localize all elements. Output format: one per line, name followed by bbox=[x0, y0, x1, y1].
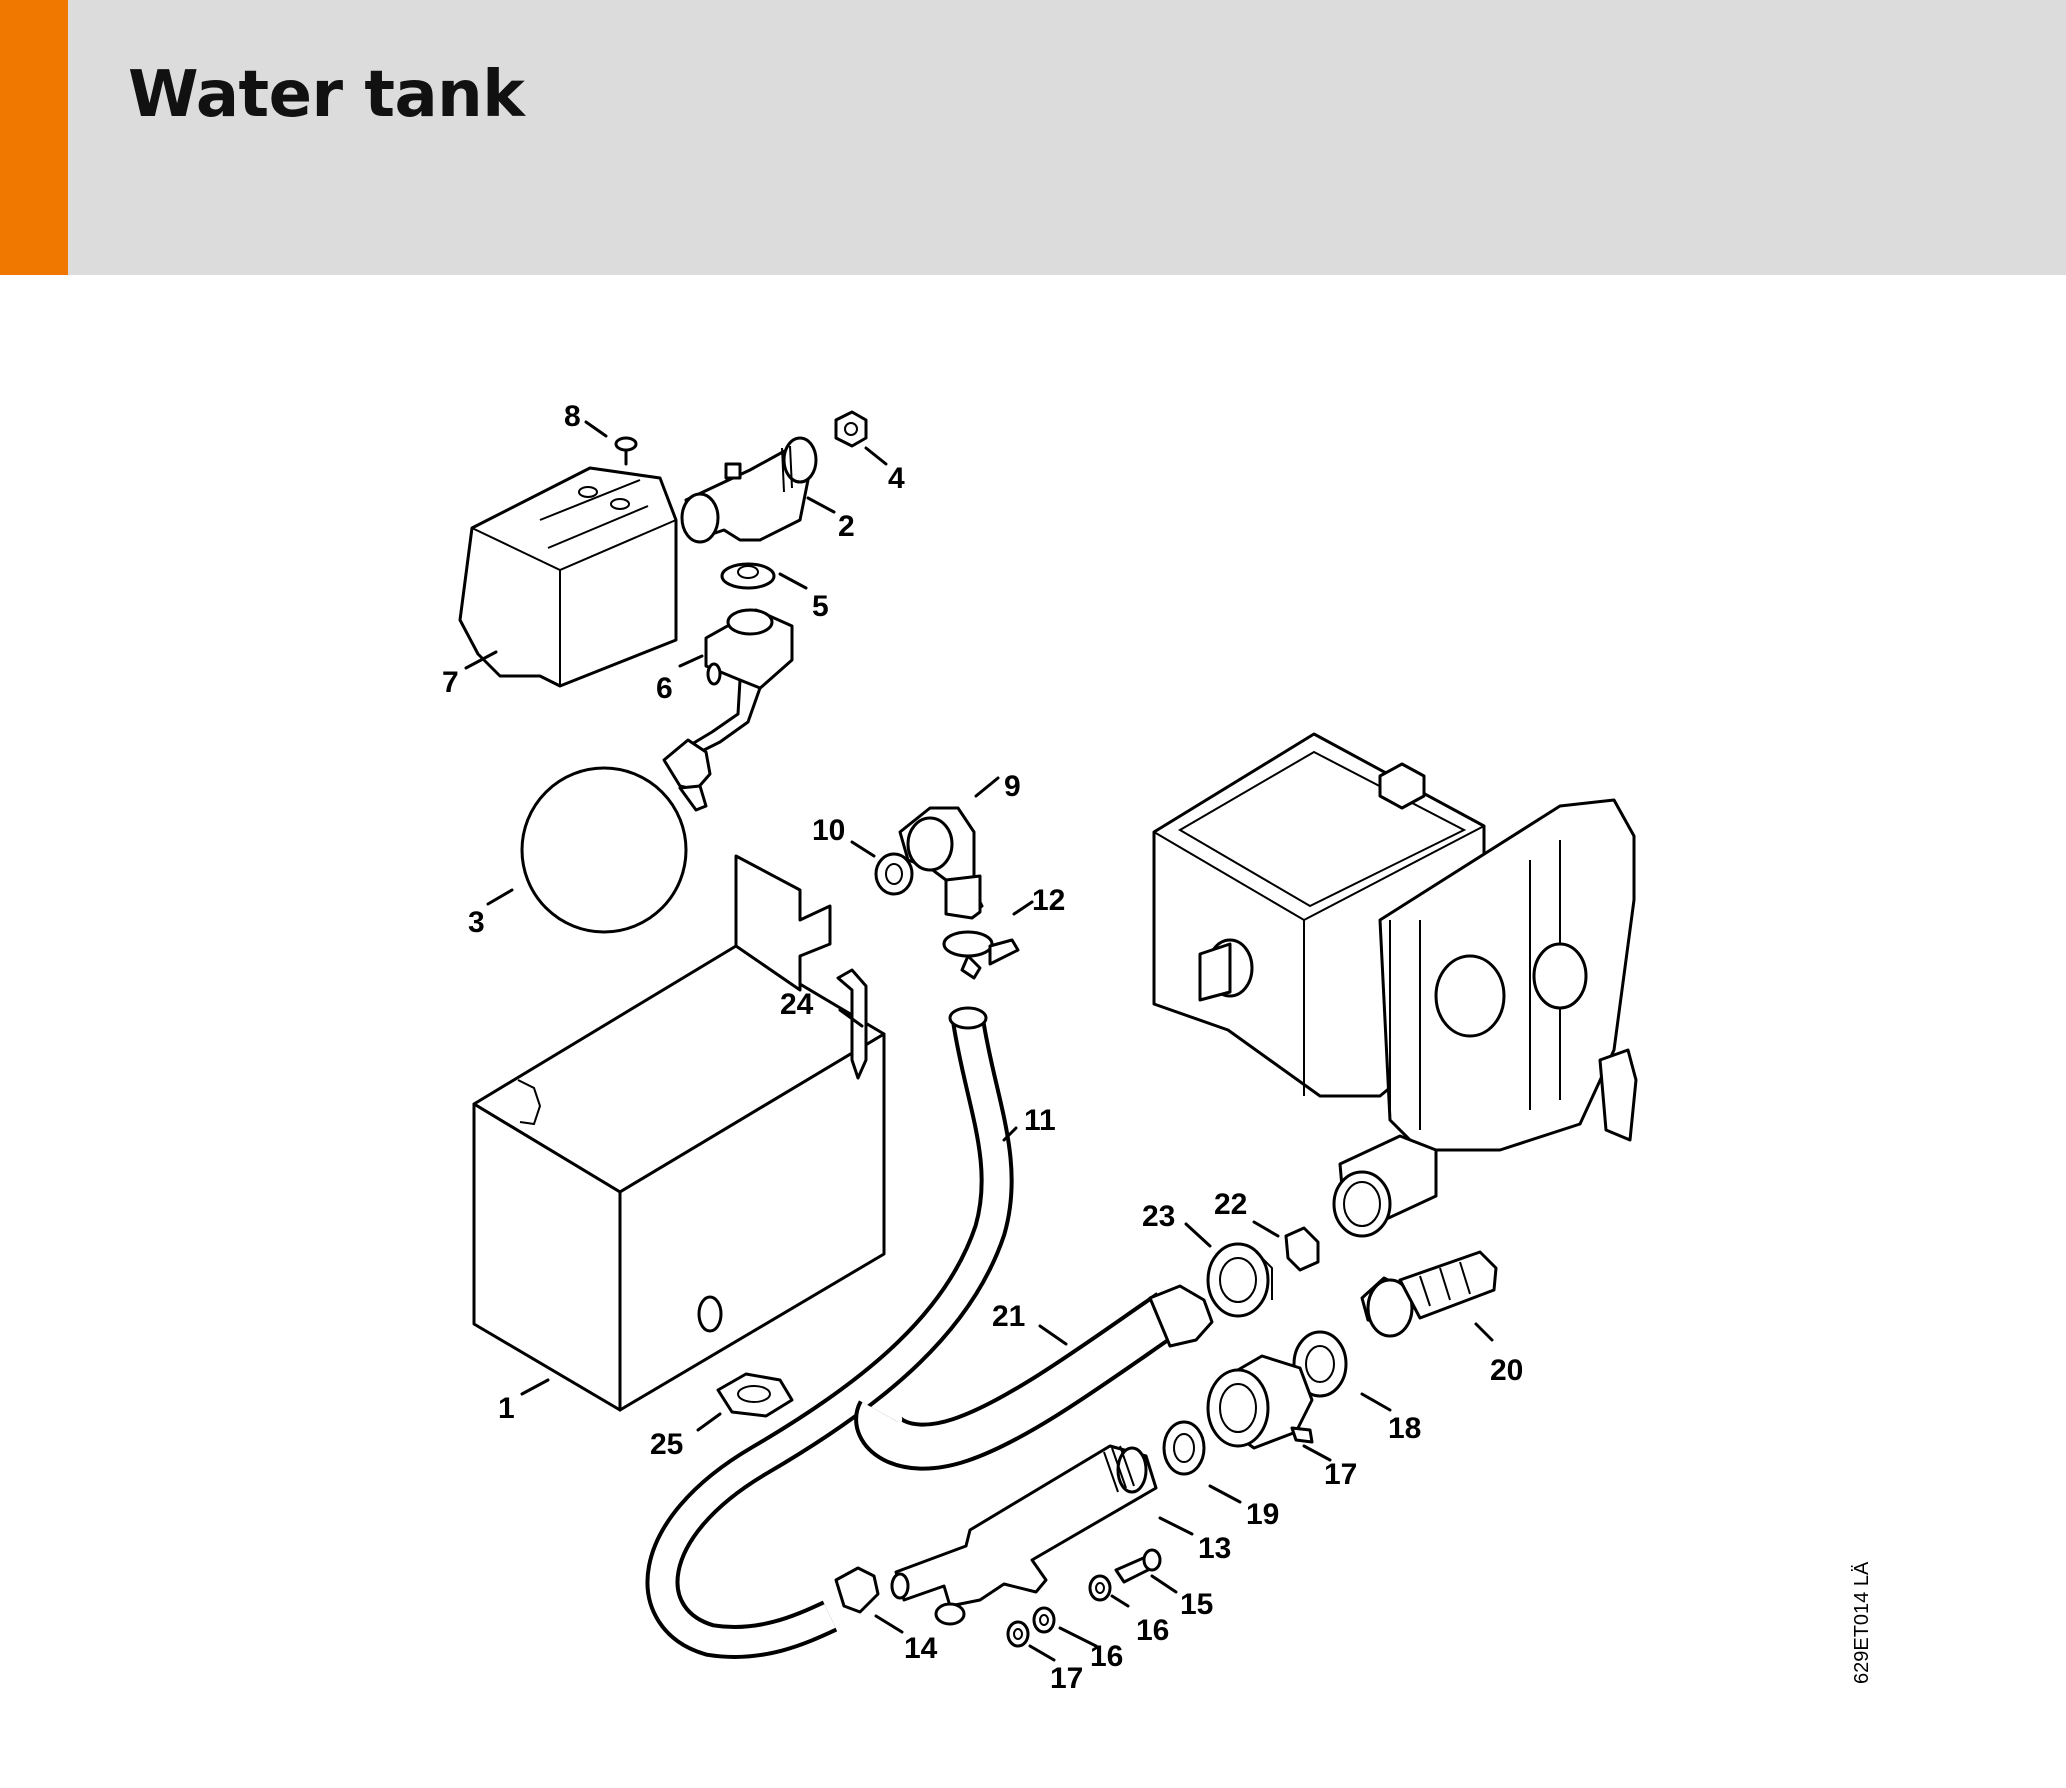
part-22-short-hose bbox=[854, 1284, 1214, 1471]
label-part-9: 9 bbox=[1004, 770, 1021, 803]
part-11-hose bbox=[645, 1006, 1014, 1659]
part-5-washer bbox=[720, 562, 776, 590]
part-23-sleeve bbox=[1284, 1226, 1320, 1272]
label-part-3: 3 bbox=[468, 906, 485, 939]
part-3-float-ball bbox=[520, 738, 712, 934]
pump-assembly bbox=[1152, 732, 1638, 1238]
label-part-24: 23 bbox=[1142, 1200, 1175, 1233]
part-13-connector-pipe bbox=[890, 1444, 1158, 1626]
part-14-hose-clamp bbox=[834, 1566, 880, 1614]
part-6-valve-holder bbox=[670, 608, 794, 764]
part-4-nut bbox=[834, 410, 868, 448]
label-part-10: 10 bbox=[812, 814, 845, 847]
label-part-11: 11 bbox=[1024, 1104, 1056, 1137]
part-10-seal-ring bbox=[874, 852, 914, 896]
label-part-19: 18 bbox=[1388, 1412, 1421, 1445]
label-part-16a: 16 bbox=[1136, 1614, 1169, 1647]
part-15-screw bbox=[1114, 1548, 1162, 1584]
label-part-23: 22 bbox=[1214, 1188, 1247, 1221]
part-16-washer-a bbox=[1088, 1574, 1112, 1602]
label-part-4: 4 bbox=[888, 462, 905, 495]
part-19-seal bbox=[1292, 1330, 1348, 1398]
part-24-union-nut bbox=[1206, 1242, 1273, 1318]
part-26-hex-nut bbox=[716, 1372, 794, 1418]
label-part-12: 12 bbox=[1032, 884, 1065, 917]
part-7-tank-lid bbox=[458, 466, 678, 688]
label-part-21: 20 bbox=[1490, 1354, 1523, 1387]
label-part-25: 24 bbox=[780, 988, 814, 1021]
part-8-screw bbox=[614, 436, 638, 466]
part-25-clip bbox=[836, 968, 868, 1080]
part-12-hose-clamp bbox=[942, 930, 1020, 980]
part-16-washer-b bbox=[1032, 1606, 1056, 1634]
label-part-7: 7 bbox=[442, 666, 459, 699]
part-20-washer bbox=[1162, 1420, 1206, 1476]
label-part-15: 15 bbox=[1180, 1588, 1213, 1621]
header-bar: Water tank bbox=[0, 0, 2066, 275]
label-part-13: 13 bbox=[1198, 1532, 1231, 1565]
part-2-valve-body bbox=[680, 436, 818, 544]
label-part-14: 14 bbox=[904, 1632, 938, 1665]
label-part-18: 17 bbox=[1324, 1458, 1357, 1491]
part-9-elbow bbox=[898, 806, 984, 920]
page-title: Water tank bbox=[128, 58, 525, 132]
drawing-code: 629ET014 LÄ bbox=[1851, 1561, 1873, 1684]
label-part-26: 25 bbox=[650, 1428, 683, 1461]
part-18-coupling-sleeve bbox=[1206, 1354, 1314, 1450]
label-part-22: 21 bbox=[992, 1300, 1025, 1333]
part-17-nut bbox=[1006, 1620, 1030, 1648]
part-21-coupling bbox=[1360, 1250, 1498, 1338]
label-part-16b: 16 bbox=[1090, 1640, 1123, 1673]
label-part-20: 19 bbox=[1246, 1498, 1279, 1531]
leader-lines bbox=[464, 420, 1494, 1662]
part-1-tank bbox=[472, 854, 886, 1412]
label-part-1: 1 bbox=[498, 1392, 515, 1425]
accent-stripe bbox=[0, 0, 68, 275]
label-part-6: 6 bbox=[656, 672, 673, 705]
label-part-5: 5 bbox=[812, 590, 829, 623]
label-part-2: 2 bbox=[838, 510, 855, 543]
label-part-17: 17 bbox=[1050, 1662, 1083, 1695]
part-labels: 8 4 2 5 6 7 3 9 10 12 24 11 1 25 21 23 2… bbox=[442, 400, 1523, 1695]
label-part-8: 8 bbox=[564, 400, 581, 433]
